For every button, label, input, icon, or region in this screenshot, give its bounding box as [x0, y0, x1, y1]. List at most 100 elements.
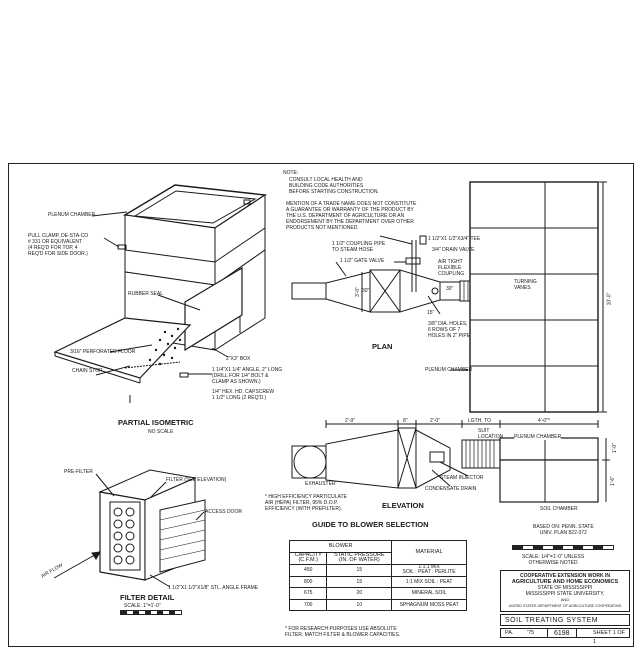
cell-pressure: 20 — [326, 587, 393, 600]
agency-line-2: AGRICULTURE AND HOME ECONOMICS — [511, 579, 619, 585]
col-static-pressure: STATIC PRESSURE (IN. OF WATER) — [326, 551, 393, 565]
cell-material: 1:1:1 MIX SOIL : PEAT : PERLITE — [391, 563, 467, 577]
label-tee: 1 1/2"x1 1/2"x3/4" TEE — [428, 236, 481, 242]
cell-pressure: 15 — [326, 575, 393, 588]
dim-30a: 30" — [362, 288, 370, 294]
label-angle: 1 1/4"x1 1/4" ANGLE, 2" LONG (DRILL FOR … — [212, 367, 283, 385]
label-perforated-floor: 3/16" PERFORATED FLOOR — [70, 349, 136, 355]
soil-chamber-plan-grid — [469, 181, 607, 413]
dim-elev-d: LGTH. TO — [468, 418, 491, 424]
label-hepa-filter: * HIGH EFFICIENCY PARTICULATE AIR (HEPA)… — [265, 494, 347, 512]
agency-line-3: STATE OF MISSISSIPPI — [537, 585, 593, 591]
plan-number: 6198 — [547, 629, 577, 638]
label-condensate-drain: CONDENSATE DRAIN — [425, 486, 477, 492]
label-box: 2"x3" BOX — [226, 356, 251, 362]
table-row: 800 15 1:1 MIX SOIL : PEAT — [288, 575, 467, 588]
dim-15: 15" — [427, 310, 435, 316]
cell-pressure: 10 — [326, 598, 393, 611]
dim-30b: 30" — [446, 286, 454, 292]
agency-line-1: COOPERATIVE EXTENSION WORK IN — [520, 573, 610, 579]
dim-elev-g: 1'-6" — [609, 476, 616, 486]
note-title: NOTE: — [283, 170, 299, 176]
label-access-door: ACCESS DOOR — [205, 509, 242, 515]
label-angle-frame: 1 1/2"x1 1/2"x1/8" STL. ANGLE FRAME — [168, 585, 259, 591]
pa-label: PA. — [505, 630, 514, 636]
label-pre-filter: PRE-FILTER — [64, 469, 93, 475]
filter-detail-scale: SCALE: 1"=1'-0" — [124, 603, 161, 609]
agency-line-5: AND — [560, 597, 570, 602]
table-group-header-row: BLOWER MATERIAL — [288, 540, 467, 565]
dim-elev-e: 4'-0"* — [538, 418, 550, 424]
drawing-sheet-border — [8, 163, 634, 647]
table-row: 700 10 SPHAGNUM MOSS PEAT — [288, 598, 467, 611]
cell-pressure: 15 — [326, 563, 393, 577]
scale-note: SCALE: 1/4"=1'-0" UNLESS OTHERWISE NOTED — [522, 554, 585, 566]
plan-title: PLAN — [372, 342, 393, 351]
dim-elev-f: 1'-0" — [611, 443, 618, 453]
elevation-title: ELEVATION — [382, 501, 424, 510]
isometric-title: PARTIAL ISOMETRIC — [118, 418, 194, 427]
group-material: MATERIAL — [391, 540, 467, 565]
note-line-1: CONSULT LOCAL HEALTH AND — [289, 177, 363, 183]
elevation-view — [291, 420, 610, 503]
agency-line-6: UNITED STATES DEPARTMENT OF AGRICULTURE … — [508, 604, 622, 608]
title-block-numbers: PA. '75 6198 SHEET 1 OF 1 — [500, 628, 630, 645]
blower-guide-table: BLOWER MATERIAL CAPACITY (C.F.M.) STATIC… — [288, 540, 467, 611]
disclaimer-line-2: A GUARANTEE OR WARRANTY OF THE PRODUCT B… — [286, 207, 414, 213]
label-plenum-chamber-plan: PLENUM CHAMBER — [425, 367, 473, 373]
filter-scale-bar — [120, 610, 182, 615]
label-plenum-chamber-elev: PLENUM CHAMBER — [514, 434, 562, 440]
disclaimer-line-1: MENTION OF A TRADE NAME DOES NOT CONSTIT… — [286, 201, 417, 207]
based-on-note: BASED ON: PENN. STATE UNIV. PLAN 822-372 — [533, 524, 594, 536]
year-label: '75 — [527, 630, 535, 636]
disclaimer-line-3: THE U.S. DEPARTMENT OF AGRICULTURE OR AN — [286, 213, 405, 219]
dim-elev-a: 2'-9" — [345, 418, 355, 424]
cell-capacity: 700 — [288, 598, 328, 611]
cell-material: SPHAGNUM MOSS PEAT — [391, 598, 467, 611]
label-steam-injector: STEAM INJECTOR — [440, 475, 484, 481]
dim-elev-b: 8" — [403, 418, 408, 424]
cell-material: MINERAL SOIL — [391, 587, 467, 600]
label-pull-clamp: PULL CLAMP, DE-STA-CO # 331 OR EQUIVALEN… — [28, 233, 89, 257]
dim-3ft: 3'-0" — [354, 287, 361, 297]
guide-footnote: * FOR RESEARCH PURPOSES USE ABSOLUTE FIL… — [285, 626, 401, 638]
filter-detail-view — [53, 469, 206, 588]
filter-detail-title: FILTER DETAIL — [120, 593, 175, 602]
plan-scale-bar — [512, 545, 614, 550]
cell-capacity: 450 — [288, 563, 328, 577]
dim-elev-c: 2'-0" — [430, 418, 440, 424]
label-soil-chamber: SOIL CHAMBER — [540, 506, 578, 512]
disclaimer-line-5: PRODUCTS NOT MENTIONED. — [286, 225, 359, 231]
label-gate-valve: 1 1/2" GATE VALVE — [340, 258, 385, 264]
cell-material: 1:1 MIX SOIL : PEAT — [391, 575, 467, 588]
agency-line-4: MISSISSIPPI STATE UNIVERSITY, — [525, 591, 605, 597]
title-block-agency: COOPERATIVE EXTENSION WORK IN AGRICULTUR… — [500, 570, 630, 612]
isometric-view — [53, 184, 268, 403]
title-block-name: SOIL TREATING SYSTEM — [500, 614, 630, 626]
label-filter-see-elevation: FILTER (SEE ELEVATION) — [166, 477, 227, 483]
label-capscrew: 1/4" HEX. HD. CAPSCREW 1 1/2" LONG (2 RE… — [212, 389, 275, 401]
dim-10ft: 10'-0" — [606, 292, 613, 306]
col-capacity: CAPACITY (C.F.M.) — [288, 551, 328, 565]
label-chain-stop: CHAIN STOP — [72, 368, 103, 374]
group-blower: BLOWER — [288, 540, 393, 553]
note-line-3: BEFORE STARTING CONSTRUCTION. — [289, 189, 379, 195]
label-plenum-chamber-iso: PLENUM CHAMBER — [48, 212, 96, 218]
label-drain-valve: 3/4" DRAIN VALVE — [432, 247, 475, 253]
isometric-scale: NO SCALE — [148, 429, 174, 435]
cell-capacity: 800 — [288, 575, 328, 588]
label-rubber-seal: RUBBER SEAL — [128, 291, 164, 297]
table-row: 450 15 1:1:1 MIX SOIL : PEAT : PERLITE — [288, 563, 467, 577]
note-line-2: BUILDING CODE AUTHORITIES — [289, 183, 364, 189]
table-row: 675 20 MINERAL SOIL — [288, 587, 467, 600]
sheet-label: SHEET 1 OF 1 — [593, 630, 625, 645]
label-holes: 3/8" DIA. HOLES, 6 ROWS OF 7 HOLES IN 2"… — [428, 321, 471, 339]
label-flex-coupling: AIR TIGHT FLEXIBLE COUPLING — [438, 259, 465, 277]
disclaimer-line-4: ENDORSEMENT BY THE DEPARTMENT OVER OTHER — [286, 219, 414, 225]
label-exhauster: EXHAUSTER — [305, 481, 336, 487]
guide-title: GUIDE TO BLOWER SELECTION — [312, 520, 429, 529]
cell-capacity: 675 — [288, 587, 328, 600]
label-suit-location: SUIT LOCATION — [478, 428, 504, 440]
label-coupling-pipe: 1 1/2" COUPLING PIPE TO STEAM HOSE — [332, 241, 386, 253]
